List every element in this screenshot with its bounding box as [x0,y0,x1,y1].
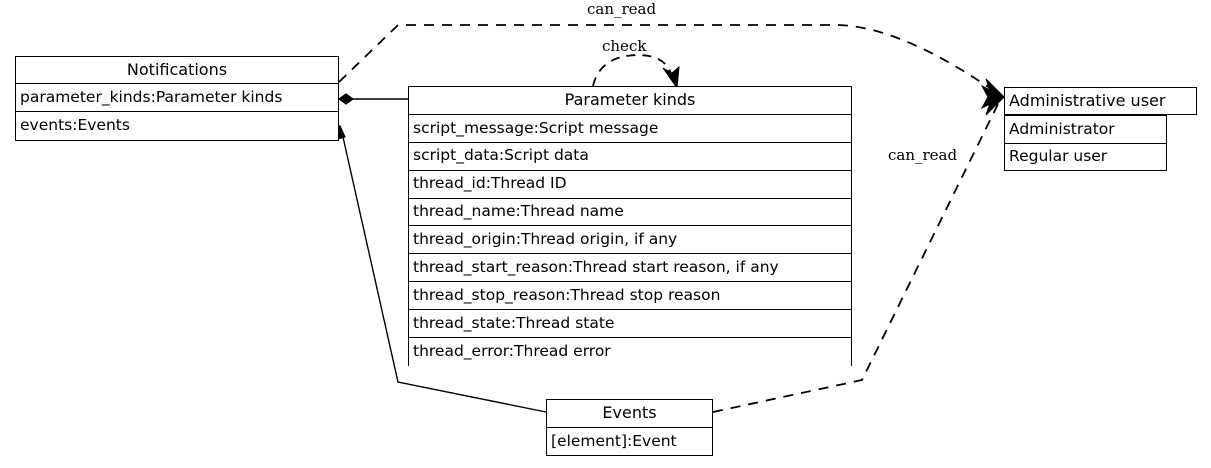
edge-label-can-read-bottom: can_read [888,146,958,164]
arrow-icon-check [662,65,680,90]
class-name-notifications: Notifications [16,57,338,84]
attribute-row: thread_state:Thread state [409,310,851,339]
edge-label-can-read-top: can_read [587,0,657,18]
attribute-row: script_message:Script message [409,114,851,143]
edge-label-check: check [602,37,647,55]
class-box-events[interactable]: Events [element]:Event [546,399,713,456]
arrow-icon-into-admin-user [980,78,1006,116]
class-box-parameter-kinds[interactable]: Parameter kinds script_message:Script me… [408,86,852,366]
edge-line-notifications-admin [338,24,1001,96]
attribute-row: events:Events [16,112,338,140]
class-name-events: Events [547,400,712,428]
attribute-row: [element]:Event [547,427,712,455]
edge-parameter-kinds-self-check [592,54,680,90]
attribute-row: parameter_kinds:Parameter kinds [16,84,338,112]
class-box-administrative-user[interactable]: Administrative user Administrator Regula… [1004,87,1197,173]
filled-diamond-icon [337,93,355,105]
edge-events-admin-can-read [712,99,1001,413]
edge-line-notifications-events [342,136,547,413]
edge-notifications-admin-can-read [338,24,1001,96]
attribute-row: thread_name:Thread name [409,198,851,227]
class-box-notifications[interactable]: Notifications parameter_kinds:Parameter … [15,56,339,141]
attribute-row: thread_id:Thread ID [409,170,851,199]
class-name-administrative-user: Administrative user [1004,87,1197,115]
attribute-row: thread_origin:Thread origin, if any [409,226,851,255]
edge-line-self-check [592,54,673,87]
class-name-parameter-kinds: Parameter kinds [409,87,851,115]
attribute-row: thread_error:Thread error [409,338,851,366]
attribute-row: script_data:Script data [409,142,851,171]
attribute-row: thread_start_reason:Thread start reason,… [409,254,851,283]
attribute-row: Regular user [1004,143,1167,171]
attribute-row: Administrator [1004,115,1167,143]
edge-notifications-parameter-kinds [337,93,408,105]
attribute-row: thread_stop_reason:Thread stop reason [409,282,851,311]
edge-line-events-admin [712,99,1001,413]
